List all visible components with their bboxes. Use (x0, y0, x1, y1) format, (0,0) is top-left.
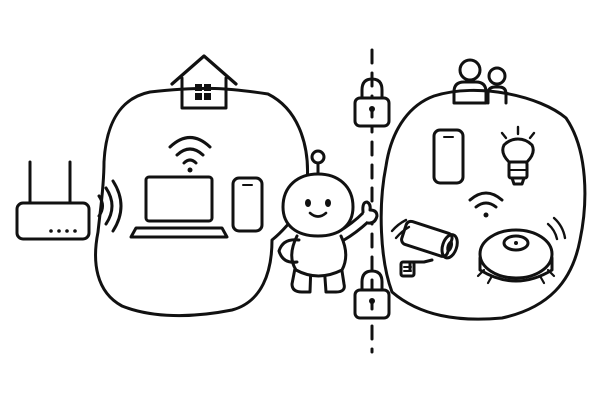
iot-network-bubble (379, 88, 587, 321)
home-network-bubble (94, 86, 309, 318)
wifi-icon (168, 136, 212, 173)
padlock-icon (353, 77, 391, 128)
robot-mascot-icon (277, 149, 379, 294)
router-icon (15, 160, 91, 241)
robot-vacuum-icon (476, 216, 567, 285)
wifi-icon (468, 191, 504, 218)
people-icon (452, 58, 508, 105)
wireless-signal-icon (97, 179, 123, 233)
laptop-icon (129, 175, 229, 239)
padlock-icon (353, 269, 391, 320)
security-camera-icon (390, 218, 459, 278)
light-bulb-icon (500, 125, 536, 186)
smartphone-icon (231, 176, 264, 233)
smartphone-icon (432, 128, 465, 185)
house-icon (170, 54, 238, 110)
